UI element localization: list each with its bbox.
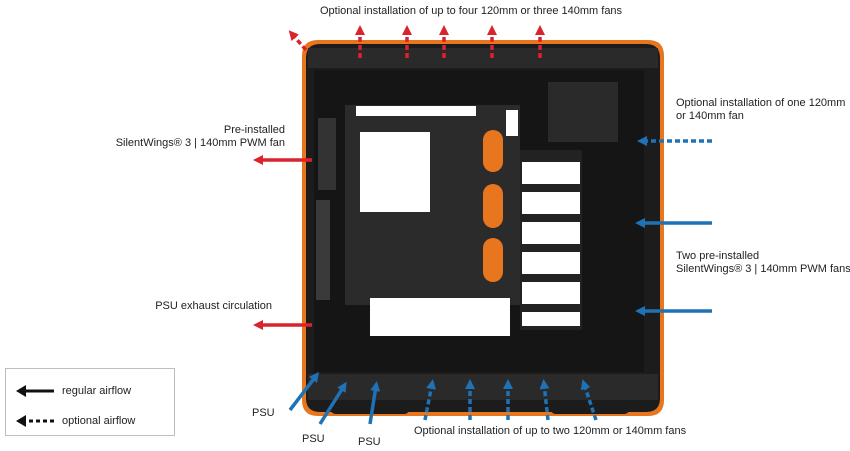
cable-grommet-2 bbox=[483, 184, 503, 228]
label-psu-c: PSU bbox=[358, 436, 381, 448]
legend-regular: regular airflow bbox=[14, 383, 174, 399]
bottom-mesh-panel bbox=[308, 374, 658, 400]
tray-cutout-small bbox=[506, 110, 518, 136]
label-front-optional-line1: Optional installation of one 120mm bbox=[676, 97, 846, 109]
label-bottom-fans: Optional installation of up to two 120mm… bbox=[414, 425, 687, 437]
label-front-fans-line2: SilentWings® 3 | 140mm PWM fans bbox=[676, 263, 850, 275]
dashed-arrow-icon bbox=[16, 415, 54, 427]
tray-cutout-top bbox=[356, 106, 476, 116]
label-psu-b: PSU bbox=[302, 433, 325, 445]
label-front-optional-line2: or 140mm fan bbox=[676, 110, 744, 122]
label-psu-a: PSU bbox=[252, 407, 275, 419]
label-top-fans: Optional installation of up to four 120m… bbox=[320, 5, 623, 17]
drive-cage bbox=[520, 150, 582, 330]
psu-intake-arrows bbox=[288, 372, 381, 425]
foot-right bbox=[550, 400, 630, 414]
cpu-cutout bbox=[360, 132, 430, 212]
label-rear-fan-line2: SilentWings® 3 | 140mm PWM fan bbox=[115, 137, 285, 149]
bottom-intake-arrows bbox=[423, 379, 598, 421]
top-exhaust-arrows bbox=[288, 25, 545, 58]
rear-fan bbox=[318, 118, 336, 190]
foot-left bbox=[330, 400, 410, 414]
odd-bay bbox=[548, 82, 618, 142]
label-front-fans-line1: Two pre-installed bbox=[676, 250, 760, 262]
case-illustration bbox=[302, 40, 664, 416]
cable-grommet-1 bbox=[483, 130, 503, 172]
legend-regular-label: regular airflow bbox=[62, 385, 132, 397]
psu-shroud-cutout bbox=[370, 298, 510, 336]
legend-optional: optional airflow bbox=[14, 413, 174, 429]
legend: regular airflow optional airflow bbox=[5, 368, 175, 436]
rear-io-slots bbox=[316, 200, 330, 300]
cable-grommet-3 bbox=[483, 238, 503, 282]
label-psu-exhaust: PSU exhaust circulation bbox=[155, 300, 272, 312]
legend-optional-label: optional airflow bbox=[62, 415, 136, 427]
solid-arrow-icon bbox=[16, 385, 54, 397]
top-mesh-panel bbox=[308, 48, 658, 68]
label-rear-fan-line1: Pre-installed bbox=[223, 124, 285, 136]
